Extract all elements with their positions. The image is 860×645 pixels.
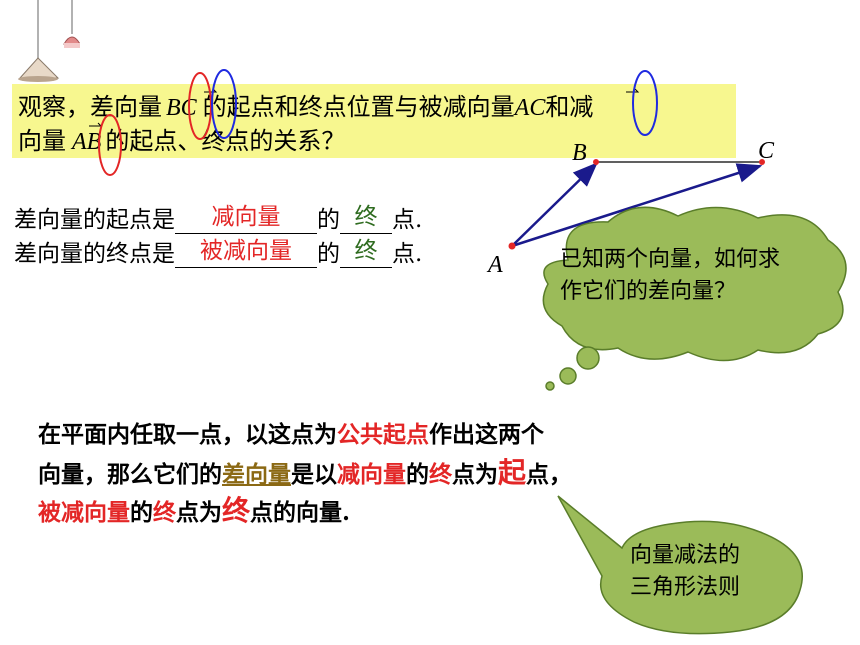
vector-bc-label: BC: [166, 95, 197, 121]
answer-text: 减向量: [211, 204, 281, 230]
speech-bubble: [557, 495, 803, 635]
bubble-line: 向量减法的: [629, 543, 740, 568]
rule-line-1: 在平面内任取一点，以这点为公共起点作出这两个: [38, 416, 544, 454]
answer-text: 终: [354, 238, 378, 264]
rule-line-2: 向量，那么它们的差向量是以减向量的终点为起点，: [38, 454, 572, 494]
bubble-label: 向量减法的 三角形法则: [600, 540, 770, 604]
answer-blank: 终: [340, 203, 392, 234]
fill-text: 差向量的终点是: [14, 241, 175, 267]
rule-text: 点为: [452, 461, 498, 488]
vector-arrow-mark: [89, 122, 103, 127]
fill-text: 的: [317, 241, 340, 267]
fill-row-2: 差向量的终点是被减向量的终点.: [14, 234, 422, 268]
answer-text: 终: [354, 204, 378, 230]
fill-text: 点.: [392, 207, 423, 233]
observe-text: 和减: [545, 93, 594, 121]
rule-highlight: 减向量: [337, 461, 406, 488]
answer-blank: 减向量: [175, 203, 317, 234]
observation-highlight: [12, 84, 736, 158]
point-c-dot: [759, 159, 765, 165]
observe-text: 观察，差向量: [18, 93, 162, 121]
answer-blank: 被减向量: [175, 237, 317, 268]
bubble-line: 三角形法则: [629, 575, 740, 600]
rule-highlight: 被减向量: [38, 499, 130, 526]
highlight-circle-red: [98, 114, 122, 176]
vector-triangle-diagram: A B C: [486, 140, 775, 278]
cloud-line: 已知两个向量，如何求: [560, 247, 781, 272]
rule-highlight: 终: [429, 461, 452, 488]
thought-cloud: [542, 206, 847, 391]
point-b-dot: [593, 159, 599, 165]
rule-text: 点，: [526, 461, 573, 488]
answer-text: 被减向量: [200, 238, 292, 264]
answer-blank: 终: [340, 237, 392, 268]
rule-highlight: 起: [498, 456, 527, 489]
point-a-dot: [508, 242, 516, 250]
rule-text: 在平面内任取一点，以这点为: [38, 421, 337, 448]
rule-highlight: 公共起点: [337, 421, 429, 448]
point-c-label: C: [758, 140, 775, 164]
rule-line-3: 被减向量的终点为终点的向量.: [38, 492, 350, 532]
vector-arrow-mark: [626, 88, 640, 93]
observe-text: 的起点和终点位置与被减向量: [202, 93, 515, 121]
rule-highlight: 终: [153, 499, 176, 526]
rule-highlight: 差向量: [222, 461, 291, 488]
rule-text: 是以: [291, 461, 337, 488]
rule-text: 的: [406, 461, 429, 488]
highlight-circle-blue: [632, 70, 658, 136]
rule-text: 向量，那么它们的: [38, 461, 222, 488]
vector-ac-label: AC: [514, 95, 546, 121]
cloud-question: 已知两个向量，如何求 作它们的差向量？: [560, 244, 780, 308]
highlight-circle-red: [188, 72, 212, 140]
rule-text: 点为: [176, 499, 222, 526]
fill-text: 点.: [392, 241, 423, 267]
cloud-line: 作它们的差向量？: [560, 279, 737, 304]
rule-text: 点的向量.: [250, 499, 351, 526]
fill-text: 的: [317, 207, 340, 233]
rule-highlight: 终: [222, 494, 251, 527]
fill-row-1: 差向量的起点是 减向量 的终点.: [14, 200, 422, 234]
rule-text: 作出这两个: [429, 421, 544, 448]
observe-text: 的起点、终点的关系？: [105, 127, 346, 155]
vector-ab-label: AB: [72, 129, 102, 155]
observe-text: 向量: [18, 127, 66, 155]
fill-text: 差向量的起点是: [14, 207, 175, 233]
point-b-label: B: [572, 140, 587, 166]
vector-ab-arrow: [511, 162, 598, 247]
highlight-circle-blue: [211, 69, 237, 139]
rule-text: 的: [130, 499, 153, 526]
vector-ac-arrow: [511, 163, 763, 248]
hanging-lamp-decoration: [18, 0, 80, 82]
point-a-label: A: [486, 252, 503, 278]
